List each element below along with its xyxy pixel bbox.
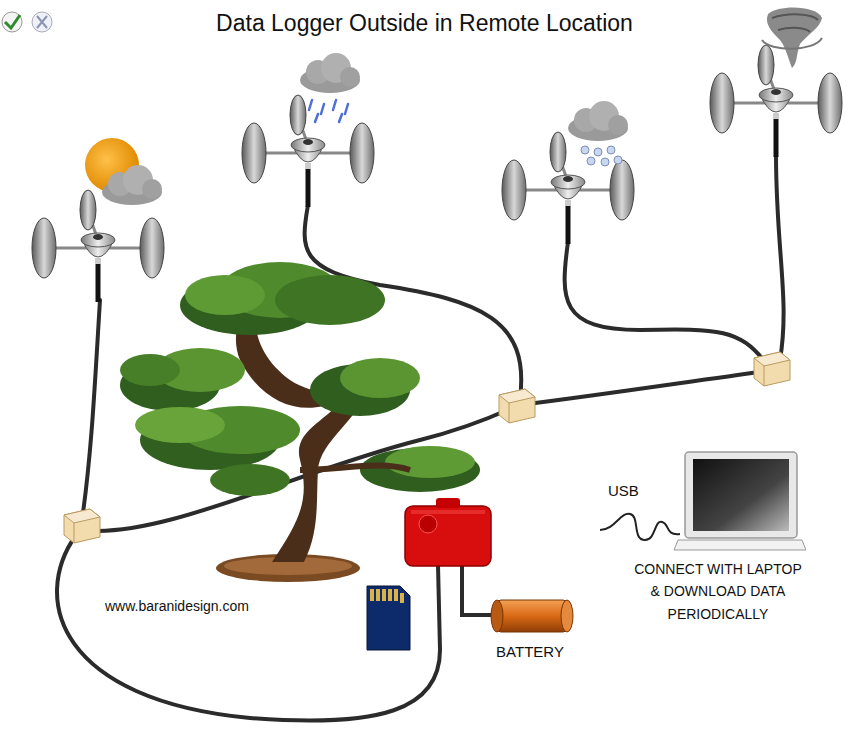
laptop-symbol <box>630 448 806 558</box>
annotation-label: USB <box>608 482 639 499</box>
part-label: BATTERY <box>470 640 590 664</box>
labelled-part: CONNECT WITH LAPTOP & DOWNLOAD DATA PERI… <box>630 448 806 625</box>
labelled-part: BATTERY <box>470 596 590 664</box>
diagram-title: Data Logger Outside in Remote Location <box>0 10 849 37</box>
annotation-label: www.baranidesign.com <box>105 598 249 614</box>
battery-symbol <box>470 596 590 640</box>
part-label: CONNECT WITH LAPTOP & DOWNLOAD DATA PERI… <box>630 558 806 625</box>
